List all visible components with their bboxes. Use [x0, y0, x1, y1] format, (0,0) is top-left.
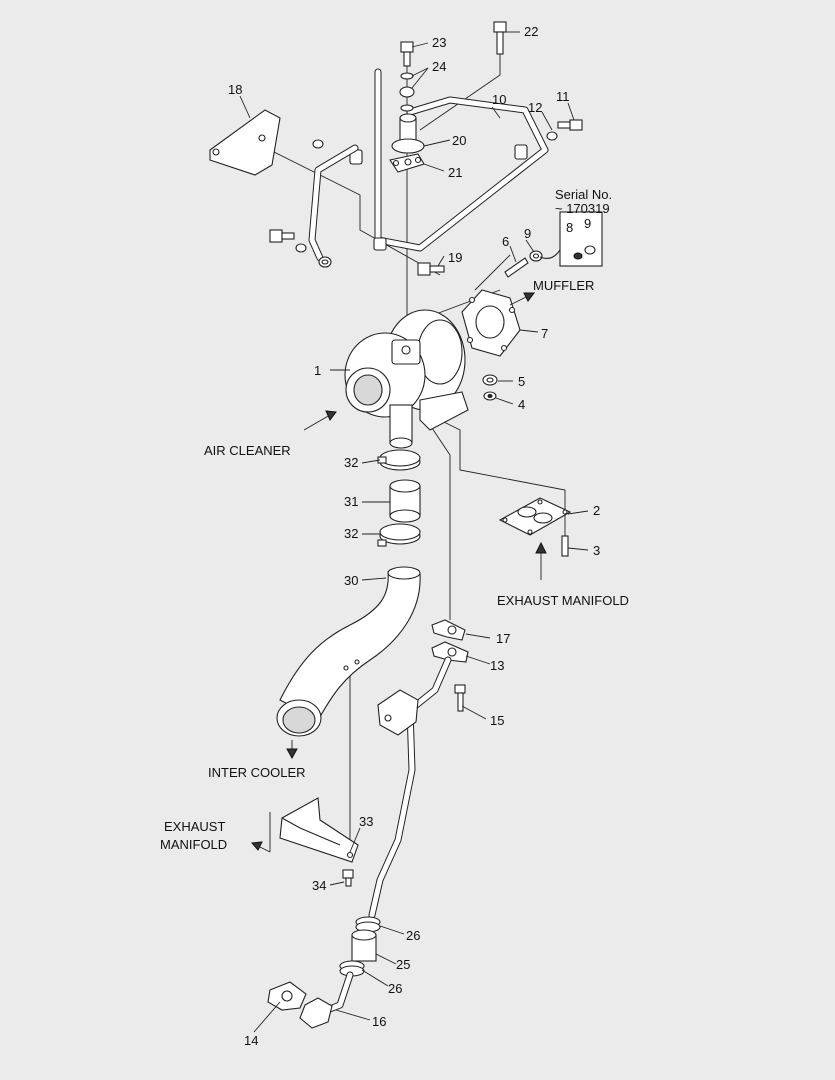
joint-20: [391, 113, 425, 154]
direction-arrows: [250, 292, 547, 853]
label-7: 7: [541, 326, 548, 341]
label-21: 21: [448, 165, 462, 180]
label-30: 30: [344, 573, 358, 588]
gasket-17: [431, 619, 466, 641]
label-18: 18: [228, 82, 242, 97]
label-16: 16: [372, 1014, 386, 1029]
label-32b: 32: [344, 526, 358, 541]
label-24: 24: [432, 59, 446, 74]
washer-4: [483, 391, 497, 401]
label-14: 14: [244, 1033, 258, 1048]
label-9b: 9: [584, 216, 591, 231]
bolt-22: [493, 21, 507, 55]
callout-air-cleaner: AIR CLEANER: [204, 443, 291, 458]
washers-left: [295, 139, 332, 268]
label-5: 5: [518, 374, 525, 389]
label-8: 8: [566, 220, 573, 235]
label-2: 2: [593, 503, 600, 518]
label-13: 13: [490, 658, 504, 673]
label-26b: 26: [388, 981, 402, 996]
label-serial-2: ~ 170319: [555, 201, 610, 216]
label-34: 34: [312, 878, 326, 893]
oil-return-pipe: [368, 656, 452, 919]
label-22: 22: [524, 24, 538, 39]
turbocharger-1: [344, 309, 469, 449]
callout-inter-cooler: INTER COOLER: [208, 765, 306, 780]
oil-pipe-10: [349, 68, 549, 252]
label-17: 17: [496, 631, 510, 646]
label-3: 3: [593, 543, 600, 558]
label-20: 20: [452, 133, 466, 148]
gasket-2: [498, 497, 572, 536]
bolt-23: [400, 41, 414, 67]
label-33: 33: [359, 814, 373, 829]
clamp-26-upper: [355, 916, 381, 933]
callout-exhaust-2-line2: MANIFOLD: [160, 837, 227, 852]
label-leaders: [239, 31, 589, 1033]
label-10: 10: [492, 92, 506, 107]
callout-exhaust-2-line1: EXHAUST: [164, 819, 225, 834]
label-4: 4: [518, 397, 525, 412]
bolt-11: [557, 119, 583, 131]
label-12: 12: [528, 100, 542, 115]
callout-muffler: MUFFLER: [533, 278, 594, 293]
label-9a: 9: [524, 226, 531, 241]
stud-3: [561, 535, 569, 557]
callout-exhaust-manifold: EXHAUST MANIFOLD: [497, 593, 629, 608]
bracket-33: [279, 797, 359, 863]
label-25: 25: [396, 957, 410, 972]
label-23: 23: [432, 35, 446, 50]
hose-31: [389, 479, 421, 523]
stud-6: [504, 257, 529, 278]
clamp-32-upper: [377, 449, 421, 471]
label-15: 15: [490, 713, 504, 728]
serial-detail-box: [539, 211, 603, 267]
bolt-19: [417, 262, 445, 276]
label-11: 11: [556, 89, 570, 104]
flange-14: [267, 981, 307, 1011]
hose-25: [351, 929, 377, 962]
nut-5: [482, 374, 498, 386]
tube-30: [276, 566, 421, 737]
flange-13: [431, 641, 469, 663]
bolt-15: [454, 684, 466, 712]
washer-12: [546, 131, 558, 141]
bracket-18: [209, 109, 281, 176]
nut-9: [529, 250, 543, 262]
label-32a: 32: [344, 455, 358, 470]
clamp-32-lower: [377, 523, 421, 547]
label-serial-1: Serial No.: [555, 187, 612, 202]
part-labels: 23 22 24 10 12 11 18 20 21 Serial No. ~ …: [160, 24, 629, 1048]
bolt-left: [269, 229, 295, 243]
label-6: 6: [502, 234, 509, 249]
gasket-21: [389, 153, 425, 173]
clamp-26-lower: [339, 960, 365, 977]
label-19: 19: [448, 250, 462, 265]
bolt-34: [342, 869, 354, 887]
pipe-16: [299, 971, 354, 1029]
gasket-7: [461, 289, 521, 357]
label-31: 31: [344, 494, 358, 509]
label-26a: 26: [406, 928, 420, 943]
seals-24: [399, 72, 415, 112]
label-1: 1: [314, 363, 321, 378]
oil-pipe-left: [308, 144, 359, 262]
